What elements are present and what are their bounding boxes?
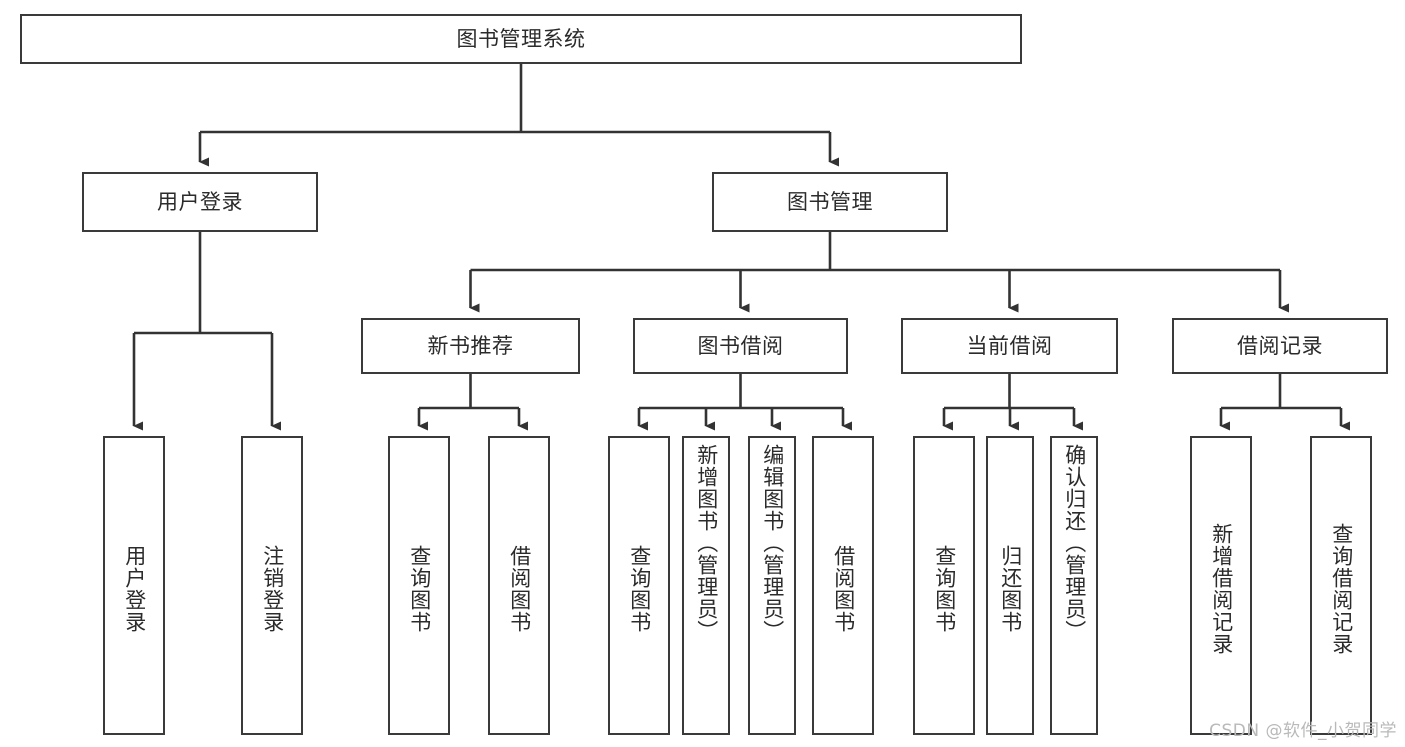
node-leaf-add-book: 新增图书（管理员） (682, 436, 730, 735)
node-user-login: 用户登录 (82, 172, 318, 232)
node-leaf-logout-label: 注销登录 (260, 544, 285, 633)
node-leaf-add-record-label: 新增借阅记录 (1209, 522, 1234, 655)
node-current-borrow-label: 当前借阅 (966, 333, 1053, 358)
node-leaf-user-login-label: 用户登录 (122, 544, 147, 633)
node-user-login-label: 用户登录 (157, 189, 243, 214)
node-root-图书管理系统-label: 图书管理系统 (456, 26, 586, 51)
node-leaf-add-record: 新增借阅记录 (1190, 436, 1252, 735)
node-leaf-borrow-book-1-label: 借阅图书 (507, 544, 532, 633)
node-leaf-return-book-label: 归还图书 (998, 544, 1023, 633)
node-leaf-query-book-3: 查询图书 (913, 436, 975, 735)
node-leaf-query-book-3-label: 查询图书 (932, 544, 957, 633)
node-book-borrow: 图书借阅 (633, 318, 848, 374)
node-root-图书管理系统: 图书管理系统 (20, 14, 1022, 64)
node-leaf-borrow-book-2-label: 借阅图书 (831, 544, 856, 633)
node-leaf-query-book-2-label: 查询图书 (627, 544, 652, 633)
node-leaf-borrow-book-2: 借阅图书 (812, 436, 874, 735)
node-leaf-return-book: 归还图书 (986, 436, 1034, 735)
node-leaf-borrow-book-1: 借阅图书 (488, 436, 550, 735)
node-book-manage-label: 图书管理 (787, 189, 873, 214)
node-leaf-confirm-return-label: 确认归还（管理员） (1062, 444, 1087, 642)
node-leaf-edit-book: 编辑图书（管理员） (748, 436, 796, 735)
node-leaf-user-login: 用户登录 (103, 436, 165, 735)
node-leaf-query-book-2: 查询图书 (608, 436, 670, 735)
node-leaf-edit-book-label: 编辑图书（管理员） (760, 444, 785, 642)
node-leaf-query-book-1-label: 查询图书 (407, 544, 432, 633)
node-leaf-confirm-return: 确认归还（管理员） (1050, 436, 1098, 735)
node-leaf-logout: 注销登录 (241, 436, 303, 735)
node-borrow-record: 借阅记录 (1172, 318, 1388, 374)
node-book-borrow-label: 图书借阅 (697, 333, 784, 358)
node-new-book-rec-label: 新书推荐 (427, 333, 514, 358)
node-leaf-add-book-label: 新增图书（管理员） (694, 444, 719, 642)
node-book-manage: 图书管理 (712, 172, 948, 232)
node-leaf-query-book-1: 查询图书 (388, 436, 450, 735)
node-leaf-query-record-label: 查询借阅记录 (1329, 522, 1354, 655)
node-new-book-rec: 新书推荐 (361, 318, 580, 374)
node-leaf-query-record: 查询借阅记录 (1310, 436, 1372, 735)
node-current-borrow: 当前借阅 (901, 318, 1118, 374)
node-borrow-record-label: 借阅记录 (1237, 333, 1323, 358)
